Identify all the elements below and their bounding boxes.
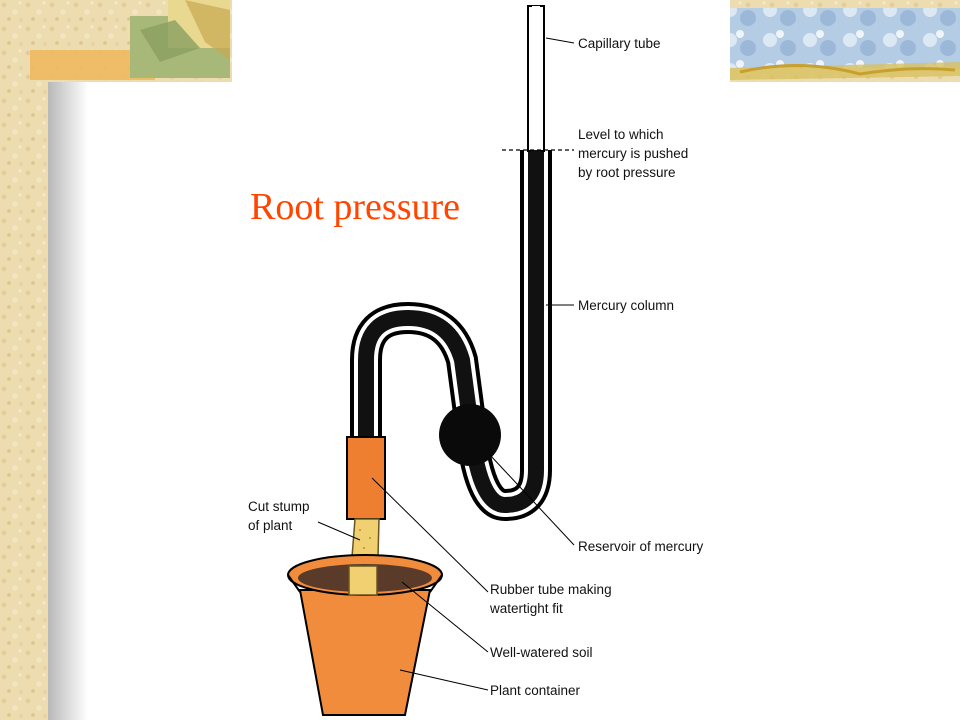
label-capillary-tube: Capillary tube — [578, 36, 661, 51]
label-mercury-column: Mercury column — [578, 298, 674, 313]
label-rubber-tube: Rubber tube making watertight fit — [489, 582, 615, 616]
label-mercury-level: Level to which mercury is pushed by root… — [578, 127, 692, 180]
mercury-reservoir — [439, 404, 501, 466]
leader-lines — [317, 37, 575, 691]
plant-container — [287, 554, 443, 716]
slide-title: Root pressure — [250, 186, 461, 228]
label-reservoir: Reservoir of mercury — [578, 539, 704, 554]
label-cut-stump: Cut stump of plant — [248, 499, 313, 533]
label-container: Plant container — [490, 683, 581, 698]
rubber-tube — [346, 436, 386, 520]
label-soil: Well-watered soil — [490, 645, 593, 660]
